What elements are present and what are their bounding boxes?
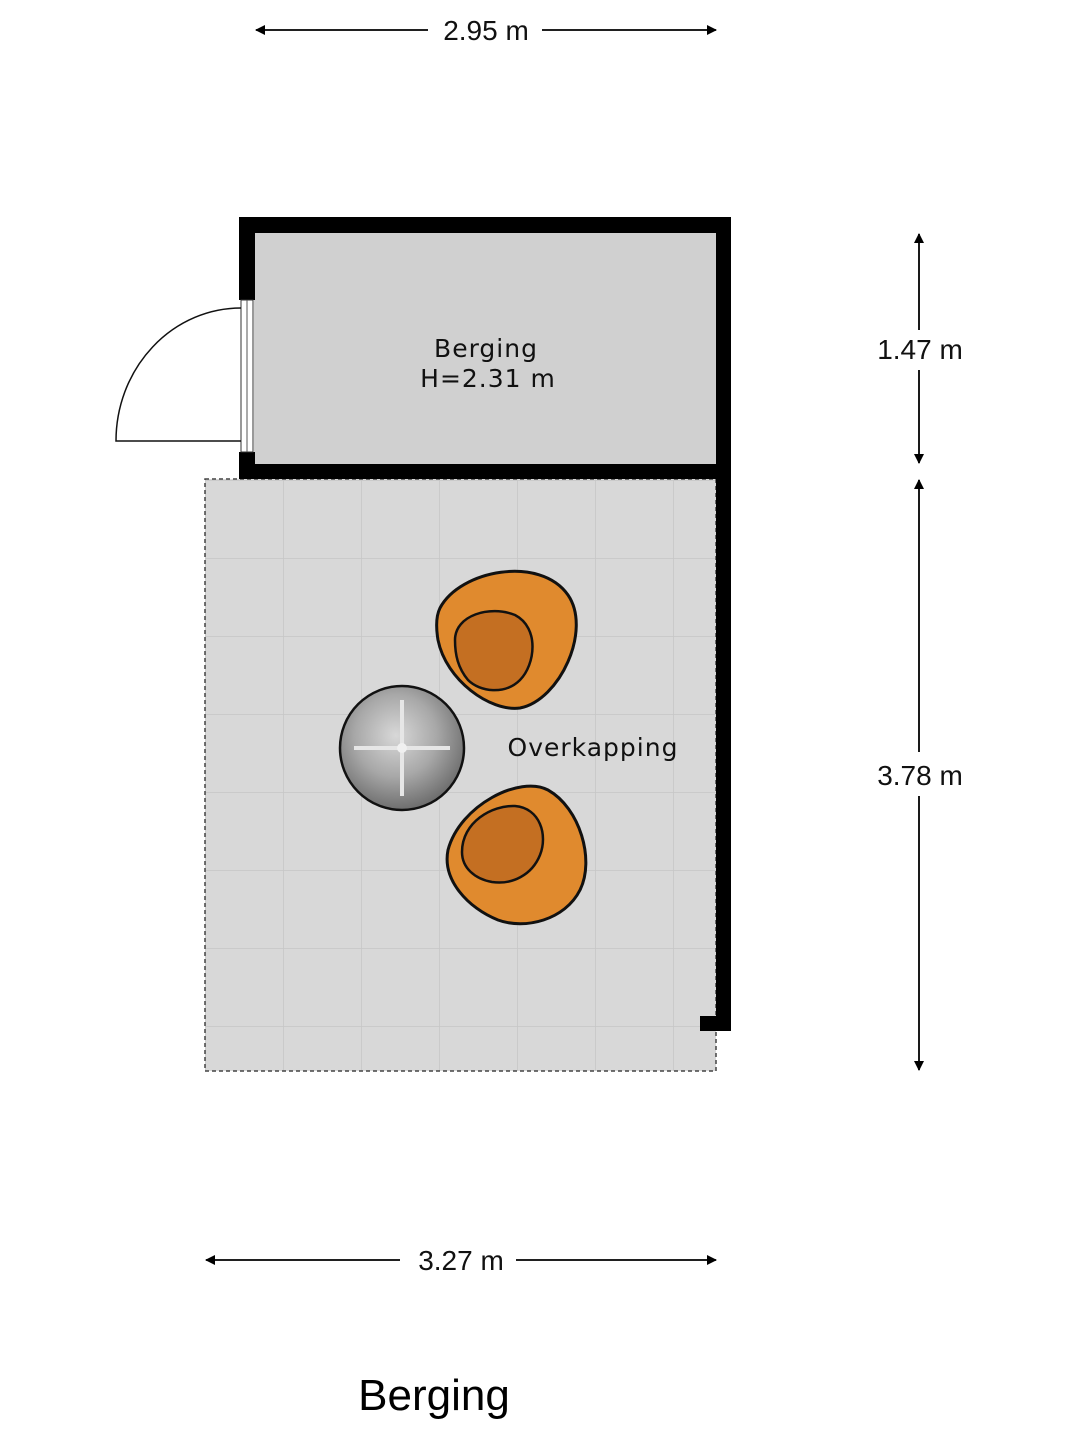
storage-floor bbox=[254, 233, 717, 464]
dimension-right-upper: 1.47 m bbox=[877, 233, 963, 464]
dimension-bottom-label: 3.27 m bbox=[418, 1245, 504, 1276]
room-height-label: H=2.31 m bbox=[420, 364, 556, 393]
door-swing-icon bbox=[115, 307, 242, 442]
dimension-bottom: 3.27 m bbox=[205, 1245, 717, 1276]
room-label-berging: Berging bbox=[434, 334, 538, 363]
dimension-top: 2.95 m bbox=[255, 15, 717, 46]
armchair-icon bbox=[445, 784, 588, 926]
room-label-overkapping: Overkapping bbox=[508, 733, 679, 762]
patio-floor bbox=[204, 478, 717, 1072]
dimension-right-lower: 3.78 m bbox=[877, 479, 963, 1071]
dimension-right-upper-label: 1.47 m bbox=[877, 334, 963, 365]
plan-title: Berging bbox=[358, 1371, 510, 1420]
round-table-icon bbox=[338, 684, 466, 812]
dimension-right-lower-label: 3.78 m bbox=[877, 760, 963, 791]
door bbox=[115, 299, 254, 453]
walls bbox=[239, 217, 731, 1031]
armchair-icon bbox=[435, 569, 578, 710]
dimension-top-label: 2.95 m bbox=[443, 15, 529, 46]
